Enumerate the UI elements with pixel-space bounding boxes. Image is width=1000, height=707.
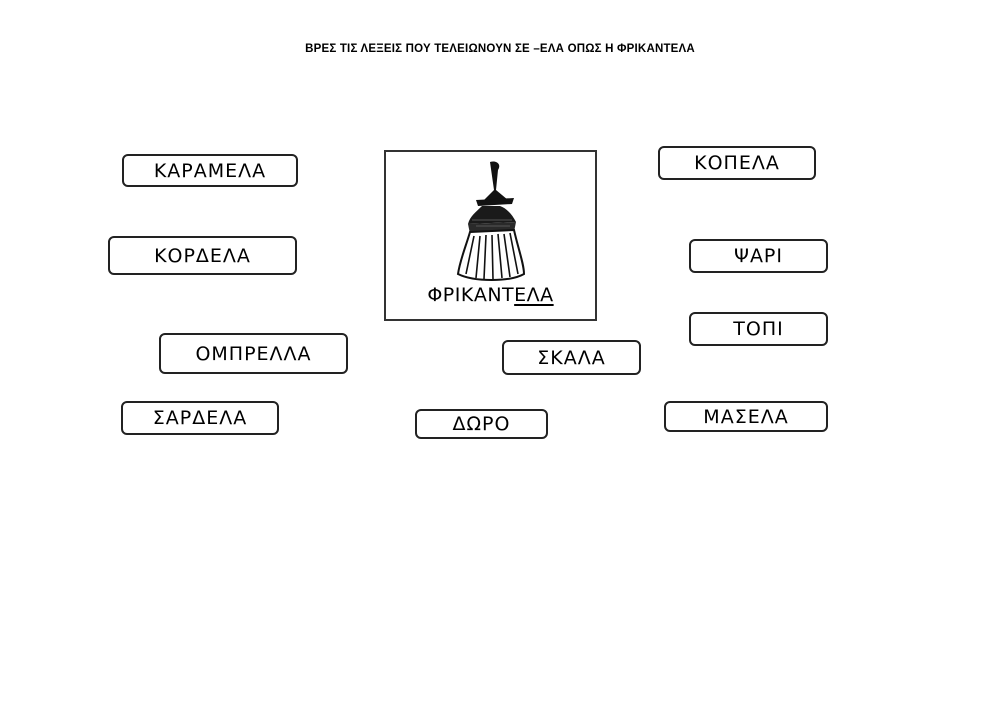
- target-word-stem: ΦΡΙΚΑΝΤ: [427, 284, 515, 306]
- word-card-kordela[interactable]: ΚΟΡΔΕΛΑ: [108, 236, 297, 275]
- word-label: ΟΜΠΡΕΛΛΑ: [195, 342, 312, 365]
- target-word-card: ΦΡΙΚΑΝΤΕΛΑ: [384, 150, 597, 321]
- word-label: ΚΟΠΕΛΑ: [694, 152, 780, 174]
- word-card-doro[interactable]: ΔΩΡΟ: [415, 409, 548, 439]
- target-word-label: ΦΡΙΚΑΝΤΕΛΑ: [386, 284, 595, 306]
- word-label: ΜΑΣΕΛΑ: [703, 405, 789, 428]
- word-card-kopela[interactable]: ΚΟΠΕΛΑ: [658, 146, 816, 180]
- word-card-masela[interactable]: ΜΑΣΕΛΑ: [664, 401, 828, 432]
- word-label: ΣΚΑΛΑ: [537, 346, 606, 369]
- word-card-psari[interactable]: ΨΑΡΙ: [689, 239, 828, 273]
- word-card-topi[interactable]: ΤΟΠΙ: [689, 312, 828, 346]
- word-card-omprella[interactable]: ΟΜΠΡΕΛΛΑ: [159, 333, 348, 374]
- word-card-karamela[interactable]: ΚΑΡΑΜΕΛΑ: [122, 154, 298, 187]
- word-card-sardela[interactable]: ΣΑΡΔΕΛΑ: [121, 401, 279, 435]
- target-word-ending: ΕΛΑ: [514, 284, 554, 306]
- worksheet-title: ΒΡΕΣ ΤΙΣ ΛΕΞΕΙΣ ΠΟΥ ΤΕΛΕΙΩΝΟΥΝ ΣΕ –ΕΛΑ Ο…: [305, 43, 695, 55]
- witch-figure-icon: [456, 161, 526, 281]
- word-card-skala[interactable]: ΣΚΑΛΑ: [502, 340, 641, 375]
- word-label: ΔΩΡΟ: [452, 413, 511, 435]
- word-label: ΚΑΡΑΜΕΛΑ: [153, 159, 267, 182]
- word-label: ΣΑΡΔΕΛΑ: [152, 407, 248, 429]
- word-label: ΨΑΡΙ: [733, 245, 783, 267]
- word-label: ΤΟΠΙ: [733, 318, 784, 340]
- word-label: ΚΟΡΔΕΛΑ: [154, 244, 251, 267]
